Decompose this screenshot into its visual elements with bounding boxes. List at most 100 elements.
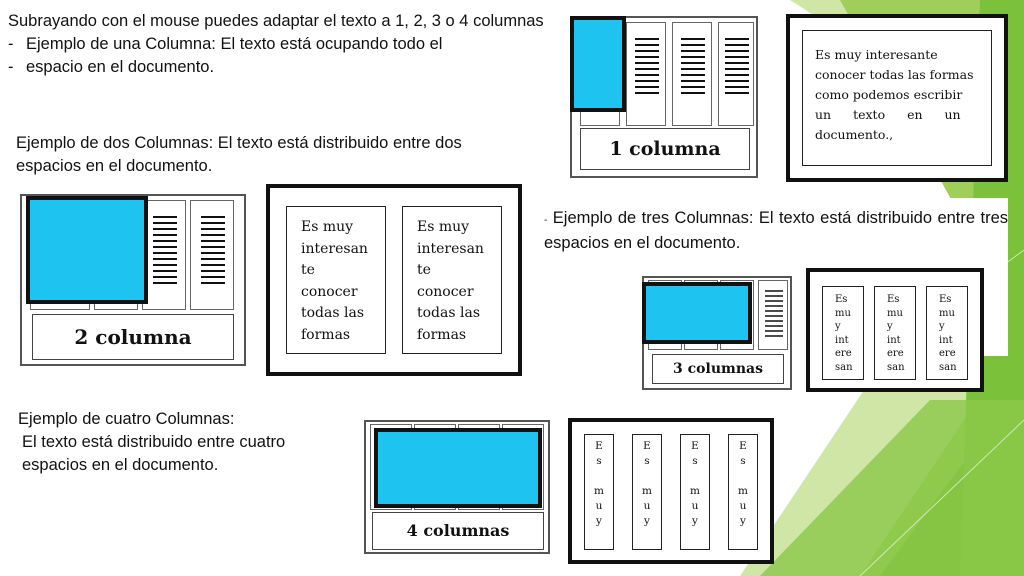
doc-letter: y [596, 515, 602, 527]
three-col-text-block: - Ejemplo de tres Columnas: El texto est… [544, 207, 1008, 255]
selected-layout-highlight [570, 16, 626, 112]
layout-column [758, 280, 788, 350]
doc-letter: u [691, 500, 699, 512]
selected-layout-highlight [374, 428, 542, 508]
panel-two-col [10, 126, 510, 182]
doc-one-column-text: Es muy interesante conocer todas las for… [802, 30, 992, 166]
panel-intro [0, 0, 560, 110]
doc-letter: s [596, 455, 602, 467]
doc-letter: s [644, 455, 650, 467]
doc-line: te [417, 262, 431, 278]
doc-line: te [301, 262, 315, 278]
doc-line: un texto en un [815, 107, 961, 122]
doc-two-column-left: Es muy interesan te conocer todas las fo… [286, 206, 386, 354]
doc-line: Es [939, 294, 952, 305]
thumb-two-column: 2 columna [20, 194, 246, 366]
bullet-espacio: -espacio en el documento. [8, 58, 215, 76]
doc-four-column-c: E s m u y [680, 434, 710, 550]
doc-line: ere [835, 348, 852, 359]
doc-three-column: Es mu y int ere san Es mu y int ere san … [806, 268, 984, 392]
selected-layout-highlight [26, 196, 148, 304]
doc-letter: s [692, 455, 698, 467]
doc-line: san [835, 361, 853, 373]
doc-line: int [887, 334, 901, 346]
doc-line: int [939, 334, 953, 346]
doc-four-column-d: E s m u y [728, 434, 758, 550]
doc-letter: E [691, 440, 699, 452]
doc-letter: m [594, 485, 604, 497]
panel-four-col [14, 402, 338, 576]
thumb-four-column: 4 columnas [364, 420, 550, 554]
doc-letter: m [690, 485, 700, 497]
doc-line: Es muy [417, 219, 470, 235]
three-col-dash: - [544, 215, 548, 226]
doc-two-column: Es muy interesan te conocer todas las fo… [266, 184, 522, 376]
text-lines-icon [681, 38, 705, 94]
intro-text: Subrayando con el mouse puedes adaptar e… [8, 12, 544, 30]
doc-line: y [835, 321, 841, 332]
doc-line: ere [887, 348, 904, 359]
doc-line: int [835, 334, 849, 346]
doc-letter: u [643, 500, 651, 512]
layout-column [190, 200, 234, 310]
label-three-columnas: 3 columnas [652, 354, 784, 384]
doc-line: formas [301, 326, 351, 343]
doc-line: conocer [417, 283, 474, 300]
bullet-one-columna: -Ejemplo de una Columna: El texto está o… [8, 35, 443, 53]
layout-column [672, 22, 712, 126]
doc-line: mu [887, 307, 903, 319]
doc-line: y [887, 321, 893, 332]
doc-line: conocer todas las formas [815, 67, 974, 82]
doc-line: como podemos escribir [815, 87, 963, 102]
doc-line: todas las [301, 305, 365, 321]
layout-column [142, 200, 186, 310]
doc-line: Es [835, 294, 848, 305]
doc-letter: m [642, 485, 652, 497]
thumb-three-column: 3 columnas [642, 276, 792, 390]
doc-letter: E [595, 440, 603, 452]
doc-line: todas las [417, 305, 481, 321]
doc-line: interesan [301, 240, 368, 257]
doc-line: Es muy [301, 219, 354, 235]
doc-line: y [939, 321, 945, 332]
doc-line: san [939, 361, 957, 373]
three-col-text: Ejemplo de tres Columnas: El texto está … [544, 209, 1008, 252]
text-lines-icon [201, 216, 225, 284]
doc-line: mu [939, 307, 955, 319]
label-four-columnas: 4 columnas [372, 512, 544, 550]
doc-three-column-a: Es mu y int ere san [822, 286, 864, 380]
text-lines-icon [153, 216, 177, 284]
label-one-columna: 1 columna [580, 128, 750, 170]
doc-three-column-b: Es mu y int ere san [874, 286, 916, 380]
doc-three-column-c: Es mu y int ere san [926, 286, 968, 380]
doc-line: san [887, 361, 905, 373]
doc-letter: u [595, 500, 603, 512]
text-lines-icon [765, 290, 783, 337]
doc-line: interesan [417, 240, 484, 257]
four-col-title: Ejemplo de cuatro Columnas: [18, 410, 235, 428]
text-lines-icon [725, 38, 749, 94]
doc-letter: s [740, 455, 746, 467]
doc-line: ere [939, 348, 956, 359]
doc-letter: E [643, 440, 651, 452]
doc-letter: y [692, 515, 698, 527]
selected-layout-highlight [642, 282, 752, 344]
thumb-one-column: 1 columna [570, 16, 758, 178]
intro-text-block: Subrayando con el mouse puedes adaptar e… [8, 10, 558, 79]
label-two-columna: 2 columna [32, 314, 234, 360]
layout-column [718, 22, 754, 126]
doc-letter: y [644, 515, 650, 527]
doc-line: Es [887, 294, 900, 305]
doc-letter: E [739, 440, 747, 452]
two-col-text: Ejemplo de dos Columnas: El texto está d… [16, 134, 462, 175]
doc-line: documento., [815, 127, 894, 142]
text-lines-icon [635, 38, 659, 94]
doc-line: formas [417, 326, 467, 343]
doc-line: Es muy interesante [815, 47, 938, 62]
doc-four-column-a: E s m u y [584, 434, 614, 550]
doc-letter: m [738, 485, 748, 497]
doc-line: mu [835, 307, 851, 319]
doc-letter: y [740, 515, 746, 527]
layout-column [626, 22, 666, 126]
doc-four-column-b: E s m u y [632, 434, 662, 550]
